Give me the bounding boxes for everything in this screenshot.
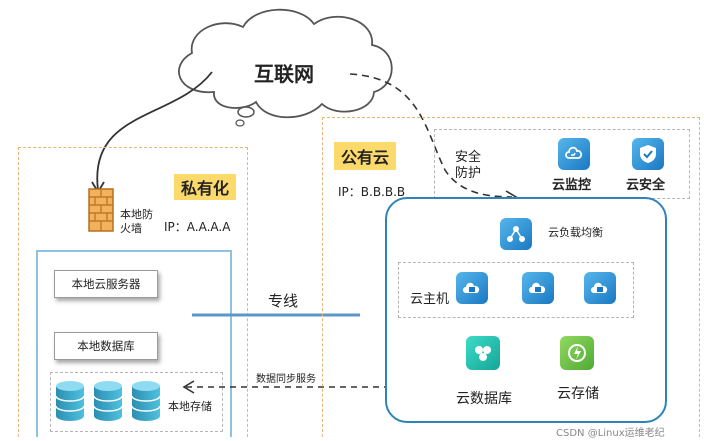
local-database-node: 本地数据库 — [54, 332, 158, 360]
watermark: CSDN @Linux运维老纪 — [556, 428, 665, 439]
local-storage-label: 本地存储 — [168, 400, 212, 413]
public-ip: IP：B.B.B.B — [338, 185, 406, 199]
cloud-security-label: 云安全 — [626, 178, 666, 193]
security-label-line2: 防护 — [455, 166, 482, 181]
cloud-database-label: 云数据库 — [456, 391, 512, 407]
ecs-instance-icon — [584, 272, 616, 304]
data-sync-label: 数据同步服务 — [256, 374, 316, 385]
cloud-monitor-label: 云监控 — [552, 178, 592, 193]
firewall-icon — [88, 188, 114, 232]
private-ip: IP：A.A.A.A — [164, 220, 231, 234]
private-zone — [18, 147, 248, 437]
dedicated-line-label: 专线 — [268, 292, 299, 310]
ecs-instance-icon — [522, 272, 554, 304]
cloud-monitor-icon — [558, 138, 590, 170]
cloud-database-icon — [466, 336, 500, 370]
firewall-label-line2: 火墙 — [120, 222, 142, 235]
internet-label: 互联网 — [254, 62, 314, 86]
cloud-storage-label: 云存储 — [557, 386, 599, 402]
firewall-label-line1: 本地防 — [120, 208, 153, 221]
public-zone — [322, 117, 700, 437]
public-tag: 公有云 — [334, 142, 396, 170]
ecs-group — [398, 262, 634, 318]
load-balancer-label: 云负载均衡 — [548, 226, 603, 239]
storage-disks-icon — [55, 381, 161, 421]
cloud-storage-icon — [560, 336, 594, 370]
ecs-label: 云主机 — [410, 292, 450, 307]
local-cloud-server-node: 本地云服务器 — [54, 270, 158, 298]
security-label-line1: 安全 — [455, 150, 482, 165]
cloud-security-icon — [632, 138, 664, 170]
private-tag: 私有化 — [174, 174, 236, 200]
ecs-instance-icon — [456, 272, 488, 304]
load-balancer-icon — [500, 218, 532, 250]
local-storage-group — [50, 372, 223, 432]
